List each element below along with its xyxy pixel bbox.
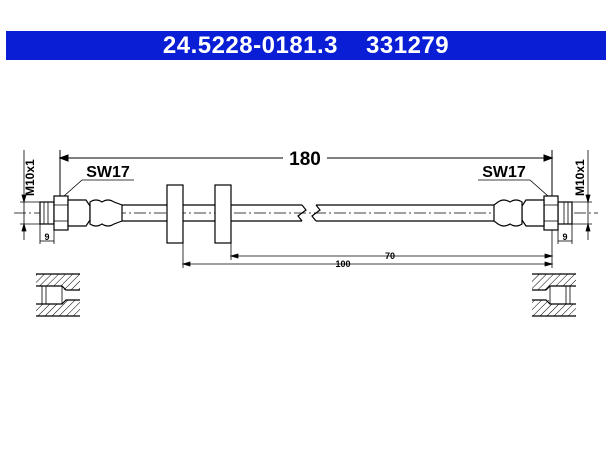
left-thread-label: M10x1 [23, 159, 37, 196]
right-thread-dimension [557, 150, 592, 244]
title-bar: 24.5228-0181.3 331279 [6, 31, 606, 60]
bracket-1 [166, 184, 184, 244]
hose-body [122, 204, 494, 222]
bracket-distance-far-label: 100 [335, 259, 350, 269]
part-number: 24.5228-0181.3 [162, 31, 339, 59]
left-port-detail [36, 273, 80, 317]
right-wrench-size-label: SW17 [482, 164, 526, 181]
left-thread-dimension [20, 150, 55, 244]
left-thread-length-label: 9 [44, 232, 49, 242]
bracket-2 [214, 184, 232, 244]
bracket-dimensions [181, 225, 554, 268]
right-wrench-leader [478, 179, 549, 197]
overall-length-label: 180 [289, 149, 321, 170]
reference-number: 331279 [366, 31, 450, 59]
right-port-detail [532, 273, 576, 317]
left-wrench-leader [63, 179, 134, 197]
left-fitting [39, 195, 123, 231]
overall-length-dimension [58, 150, 554, 200]
bracket-distance-near-label: 70 [385, 251, 395, 261]
right-fitting [493, 195, 573, 231]
left-wrench-size-label: SW17 [86, 164, 130, 181]
right-thread-label: M10x1 [573, 159, 587, 196]
right-thread-length-label: 9 [562, 232, 567, 242]
